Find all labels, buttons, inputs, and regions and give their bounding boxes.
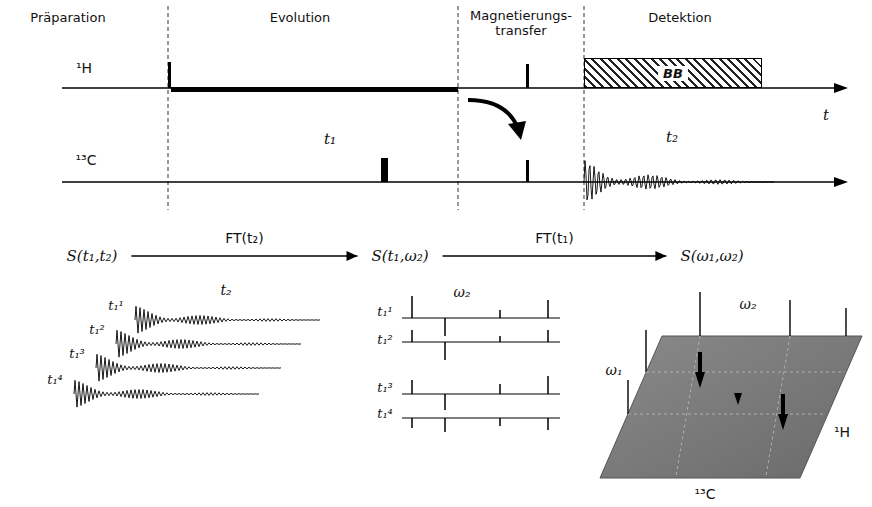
increment-label: t₁⁴ [47,373,63,388]
projection-peak [628,292,846,414]
frequency-label: ω₂ [739,296,756,312]
phase-heading: Magnetierungs- transfer [462,9,580,39]
transfer-arrow [468,100,517,126]
axis-arrowhead [834,83,848,93]
broadband-decoupling-box: BB [584,58,762,88]
increment-label: t₁² [377,333,393,348]
time-axis-label: t [823,107,829,124]
fid-signal [584,161,774,200]
channel-axis [62,88,838,182]
increment-label: t₁¹ [108,299,124,314]
signal-expression: S(t₁,ω₂) [371,247,428,265]
time-label: t₂ [666,129,678,146]
increment-label: t₁³ [377,381,393,396]
edge-label: FT(t₁) [533,230,575,246]
edge-label: FT(t₂) [223,230,265,246]
phase-heading: Evolution [270,11,331,26]
transform-arrow [131,251,357,261]
signal-expression: S(ω₁,ω₂) [680,247,743,265]
transfer-arrowhead [508,121,526,140]
transform-arrow [443,251,667,261]
time-label: t₂ [220,282,231,298]
pulse [526,64,529,88]
phase-heading: Präparation [30,11,105,26]
2d-spectrum-plane [600,336,862,478]
nucleus-label: ¹³C [695,486,716,502]
signal-node: S(ω₁,ω₂) [676,245,747,267]
box-label: BB [658,66,688,81]
channel-label: ¹H [76,60,92,76]
decoupling-bar [171,87,458,92]
increment-label: t₁¹ [377,305,393,320]
pulse [526,160,529,182]
spectrum-row [402,296,560,432]
signal-expression: S(t₁,t₂) [67,247,118,265]
increment-label: t₁² [89,323,105,338]
frequency-label: ω₂ [453,284,470,300]
increment-label: t₁⁴ [377,407,393,422]
correlation-guide [628,336,845,476]
channel-label: ¹³C [76,152,97,168]
cross-peak [695,352,788,430]
pulse [381,158,388,182]
fid-signal [74,380,259,407]
pulse [168,62,171,88]
fid-signal [135,306,320,333]
phase-separator [168,6,584,210]
phase-heading: Detektion [648,11,712,26]
time-label: t₁ [324,131,336,148]
signal-node: S(t₁,t₂) [63,245,122,267]
axis-arrowhead [834,177,848,187]
fid-signal [116,330,301,357]
signal-node: S(t₁,ω₂) [367,245,432,267]
increment-label: t₁³ [69,347,85,362]
nucleus-label: ¹H [834,424,850,440]
fid-signal [96,354,281,381]
frequency-label: ω₁ [605,362,622,378]
